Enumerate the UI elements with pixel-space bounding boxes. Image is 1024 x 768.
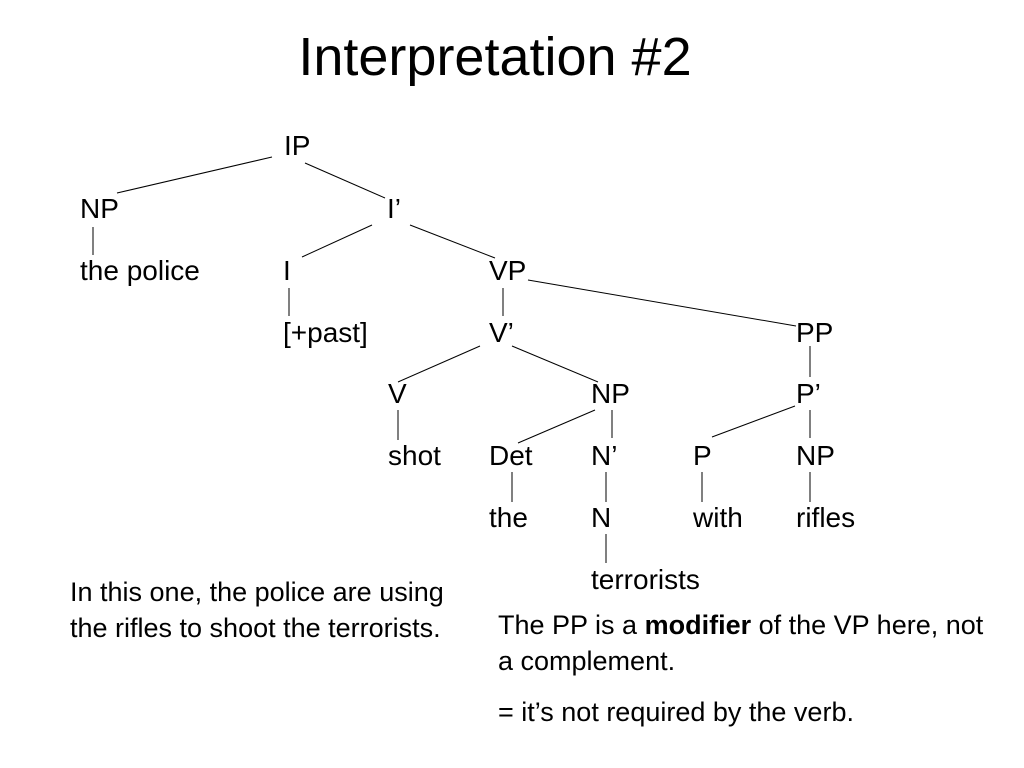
node-terrorists: terrorists <box>591 564 700 595</box>
branch-pbar-p <box>711 405 796 438</box>
node-np-object: NP <box>591 378 630 409</box>
node-ip: IP <box>284 130 311 161</box>
branch-vbar-np <box>511 345 599 383</box>
node-np-subject: NP <box>80 193 119 224</box>
interpretation-note: In this one, the police are using the ri… <box>70 574 470 647</box>
branch-ip-np <box>116 156 273 194</box>
node-vp: VP <box>489 255 527 286</box>
node-p-bar: P’ <box>796 378 821 409</box>
modifier-note-post: of the VP here, not a complement. <box>498 610 984 677</box>
modifier-note-text: The PP is a modifier of the VP here, not… <box>498 607 998 680</box>
node-n-head: N <box>591 502 612 533</box>
node-with: with <box>693 502 743 533</box>
node-rifles: rifles <box>796 502 856 533</box>
node-pp: PP <box>796 317 834 348</box>
node-shot: shot <box>388 440 441 471</box>
node-v-head: V <box>388 378 407 409</box>
branch-vbar-v <box>397 345 481 383</box>
node-i-bar: I’ <box>387 193 401 224</box>
modifier-note: The PP is a modifier of the VP here, not… <box>498 607 998 730</box>
node-np-pp: NP <box>796 440 835 471</box>
slide-title: Interpretation #2 <box>298 27 692 87</box>
branch-ip-ibar <box>304 162 386 199</box>
node-the-police: the police <box>80 255 200 286</box>
node-past: [+past] <box>283 317 368 348</box>
node-det: Det <box>489 440 533 471</box>
branch-vp-pp <box>527 279 797 327</box>
branch-ibar-vp <box>409 224 496 259</box>
modifier-note-pre: The PP is a <box>498 610 645 640</box>
modifier-keyword: modifier <box>644 610 752 640</box>
node-n-bar: N’ <box>591 440 618 471</box>
node-p-head: P <box>693 440 712 471</box>
branch-np-det <box>517 409 596 444</box>
node-v-bar: V’ <box>489 317 514 348</box>
node-i-head: I <box>283 255 291 286</box>
branch-ibar-i <box>301 224 373 258</box>
not-required-note: = it’s not required by the verb. <box>498 696 854 727</box>
interpretation-note-text: In this one, the police are using the ri… <box>70 577 444 644</box>
node-the: the <box>489 502 528 533</box>
